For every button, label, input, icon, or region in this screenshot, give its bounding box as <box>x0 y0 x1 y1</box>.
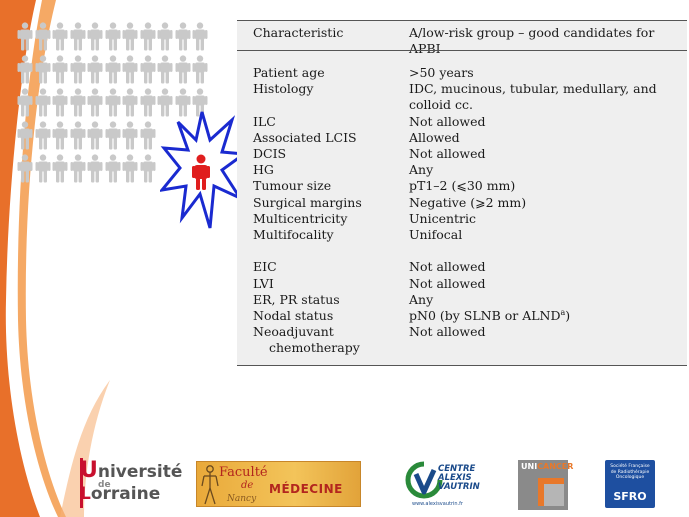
person-icon <box>52 121 68 150</box>
table-bottom-rule <box>237 365 687 366</box>
person-icon <box>140 55 155 84</box>
person-icon <box>157 22 173 51</box>
person-icon <box>35 121 50 150</box>
person-icon <box>140 154 155 183</box>
unicancer-logo: UNICANCER <box>518 460 573 510</box>
person-icon <box>87 55 103 84</box>
person-icon <box>192 22 208 51</box>
person-icon <box>35 22 50 51</box>
centre-alexis-vautrin-logo: CENTRE ALEXIS VAUTRIN www.alexisvautrin.… <box>400 456 490 510</box>
person-icon <box>70 22 85 51</box>
person-icon <box>140 22 155 51</box>
red-person-icon <box>192 154 210 190</box>
person-icon <box>105 88 120 117</box>
person-icon <box>87 88 103 117</box>
person-icon <box>122 55 138 84</box>
header-characteristic: Characteristic <box>253 25 344 40</box>
faculte-de-medecine-nancy-logo: Faculté de MÉDECINE Nancy <box>196 461 361 507</box>
person-icon <box>52 22 68 51</box>
skeleton-icon <box>201 465 219 505</box>
person-icon <box>122 154 138 183</box>
person-icon <box>52 55 68 84</box>
person-icon <box>17 55 33 84</box>
table-header-rule <box>237 50 687 51</box>
person-icon <box>17 154 33 183</box>
person-icon <box>105 55 120 84</box>
person-icon <box>105 22 120 51</box>
footnote-marker: a <box>560 307 566 317</box>
person-icon <box>70 55 85 84</box>
person-icon <box>175 55 190 84</box>
person-icon <box>140 88 155 117</box>
person-icon <box>122 121 138 150</box>
person-icon <box>105 154 120 183</box>
person-icon <box>35 154 50 183</box>
person-icon <box>122 22 138 51</box>
person-icon <box>17 121 33 150</box>
person-icon <box>87 154 103 183</box>
table-row-spacer <box>237 243 687 259</box>
table-row: Patient age>50 years <box>253 65 474 80</box>
person-icon <box>140 121 155 150</box>
person-icon <box>17 88 33 117</box>
apbi-criteria-table: Characteristic A/low-risk group – good c… <box>237 20 687 366</box>
person-icon <box>175 88 190 117</box>
person-icon <box>52 154 68 183</box>
person-icon <box>157 55 173 84</box>
person-icon <box>70 88 85 117</box>
people-figure-grid <box>16 22 212 192</box>
cav-emblem-icon <box>405 461 443 499</box>
person-icon <box>192 55 208 84</box>
person-icon <box>105 121 120 150</box>
person-icon <box>70 154 85 183</box>
header-low-risk-group: A/low-risk group – good candidates for A… <box>409 25 655 56</box>
person-icon <box>175 22 190 51</box>
table-top-rule <box>237 20 687 21</box>
person-icon <box>52 88 68 117</box>
universite-de-lorraine-logo: Université de Lorraine <box>80 458 182 508</box>
person-icon <box>70 121 85 150</box>
person-icon <box>35 88 50 117</box>
starburst-highlight <box>160 111 244 229</box>
person-icon <box>122 88 138 117</box>
person-icon <box>17 22 33 51</box>
person-icon <box>87 121 103 150</box>
person-icon <box>87 22 103 51</box>
sfro-logo: Société Française de Radiothérapie Oncol… <box>605 460 655 508</box>
person-icon <box>35 55 50 84</box>
person-icon <box>157 88 173 117</box>
